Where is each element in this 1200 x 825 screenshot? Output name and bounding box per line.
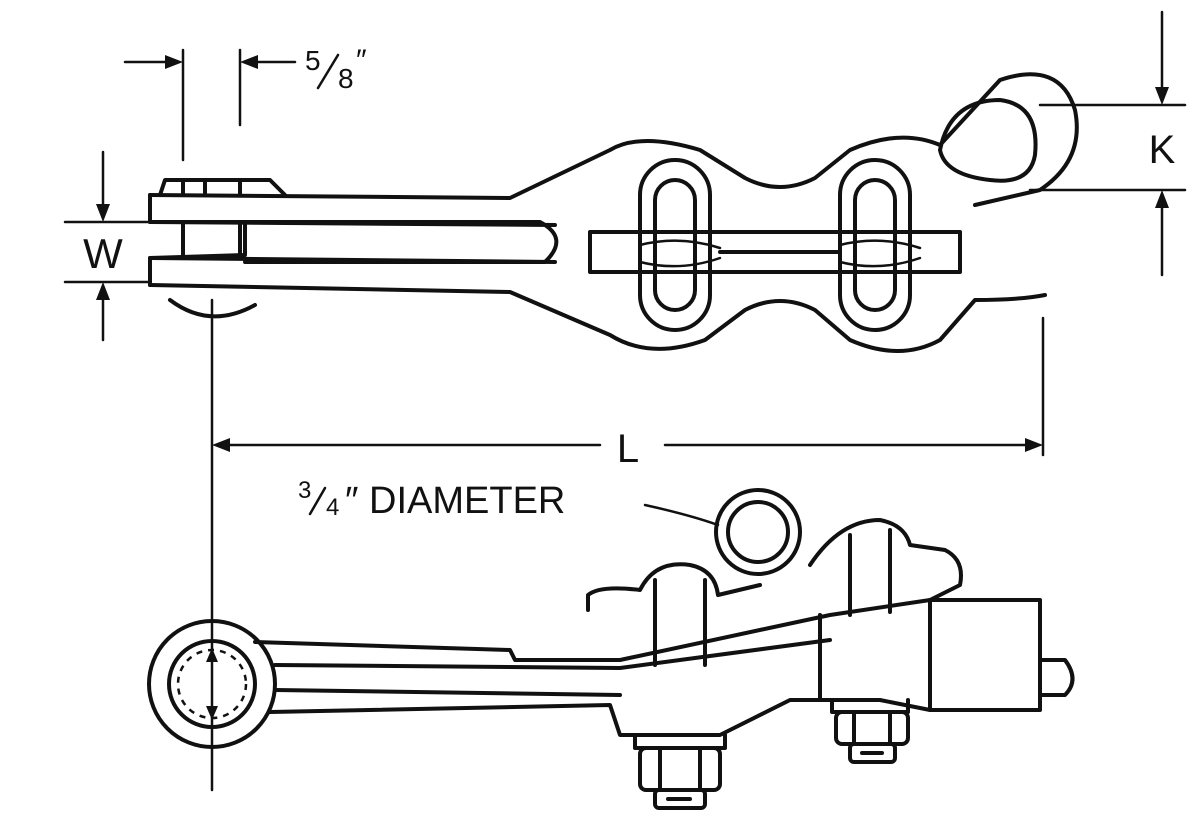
side-end-tab <box>1038 658 1075 697</box>
dim-eye-label: K <box>1149 128 1176 172</box>
top-view <box>148 72 1079 353</box>
dim-pin-den: 8 <box>338 63 354 94</box>
pin-nut <box>181 178 242 197</box>
callout-text: ″ DIAMETER <box>345 480 565 522</box>
eye-hole <box>938 98 1038 183</box>
side-attach-eye-inner <box>726 500 790 564</box>
dim-pin-diameter: 5 8 ″ <box>123 44 367 162</box>
dim-width-label: W <box>83 230 123 277</box>
clevis-upper-arm <box>148 72 1079 207</box>
callout-diameter: 3 4 ″ DIAMETER <box>298 477 720 527</box>
keeper-1 <box>638 158 712 332</box>
nut-1 <box>638 746 722 792</box>
keeper-1-inner <box>653 178 697 312</box>
side-view <box>147 488 1075 810</box>
clevis-end <box>148 193 247 287</box>
dim-length-label: L <box>617 427 639 471</box>
keeper-2 <box>838 158 912 332</box>
dim-width: W <box>63 150 152 342</box>
side-keeper-1-legs <box>653 578 707 667</box>
side-strap-lines <box>273 638 832 697</box>
side-attach-eye-outer <box>714 488 802 576</box>
callout-den: 4 <box>326 494 339 521</box>
callout-num: 3 <box>298 477 311 504</box>
callout-leader <box>643 503 720 527</box>
conductor-groove <box>588 230 962 274</box>
nut-1-bolt-end <box>653 788 707 810</box>
clevis-lower-arm <box>148 283 1047 353</box>
nut-2 <box>834 710 910 746</box>
side-eye-outer <box>147 619 277 749</box>
side-keeper-2-legs <box>848 528 892 617</box>
side-keeper-2 <box>808 518 963 602</box>
keeper-2-inner <box>853 178 897 312</box>
side-eye-inner <box>167 639 257 729</box>
side-body <box>253 598 1042 737</box>
dim-pin-num: 5 <box>305 45 321 76</box>
u-bolt-marks <box>638 239 922 268</box>
dim-pin-unit: ″ <box>356 44 367 77</box>
dim-eye: K <box>1028 10 1187 277</box>
pin-body <box>181 220 242 260</box>
side-keeper-1 <box>586 562 762 612</box>
clevis-slot <box>243 220 559 264</box>
nut-2-bolt-end <box>848 742 897 764</box>
pin-head <box>158 178 287 197</box>
